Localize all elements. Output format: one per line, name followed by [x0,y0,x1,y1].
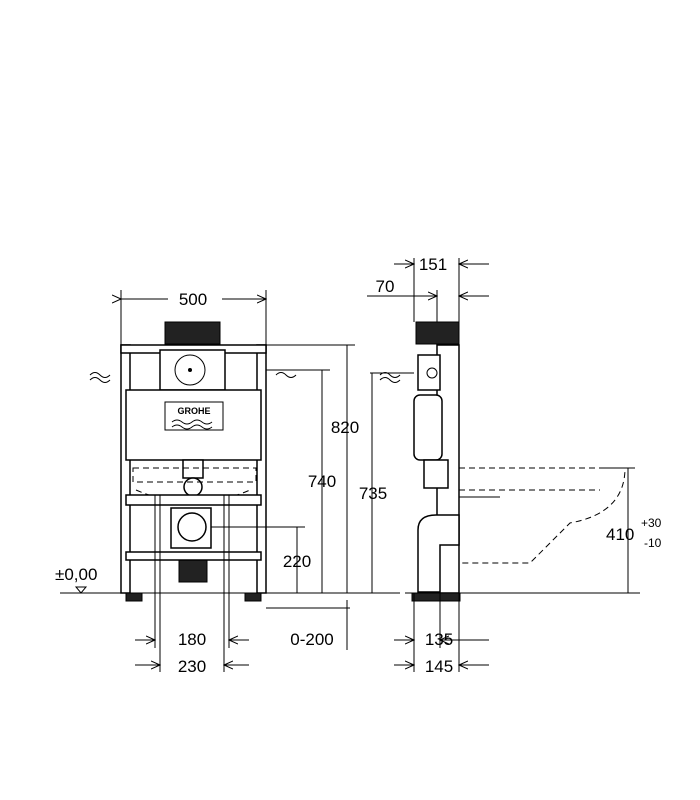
dim-foot-outer: 145 [425,657,453,676]
frame-bottom-bar [125,551,262,561]
bowl-outline-front [132,467,257,483]
supply-hose-right-icon [275,372,297,378]
inlet-valve-icon [174,354,206,386]
side-flush-plate [415,321,460,345]
drain-elbow [178,559,208,583]
grohe-logo [164,401,224,431]
frame-mid-bar [125,494,262,506]
drain-outlet [177,512,207,542]
dim-height-inlet: 740 [308,472,336,491]
dim-height-supply: 735 [359,484,387,503]
flush-plate [164,321,221,345]
side-supply-hose-icon [379,372,401,383]
cistern [125,389,262,461]
dim-bowl-tol-plus: +30 [641,516,662,530]
dim-bowl-tol-minus: -10 [644,536,662,550]
dim-span-inner: 180 [178,630,206,649]
floor-level-label: ±0,00 [55,565,97,584]
bowl-outline-side [459,467,626,564]
side-foot [411,592,461,602]
dim-depth-total: 151 [419,255,447,274]
side-flush-pipe [423,459,449,489]
frame-left-foot [125,592,143,602]
dim-foot-inner: 135 [425,630,453,649]
side-drain-elbow [417,514,460,593]
inlet-valve-box [159,349,226,391]
dim-height-frame: 820 [331,418,359,437]
dim-span-outer: 230 [178,657,206,676]
side-view: 151 70 735 410 +30 -10 135 145 [359,255,662,676]
flush-pipe [182,459,204,479]
dim-width-overall: 500 [179,290,207,309]
dim-bowl-height: 410 [606,525,634,544]
supply-hose-left-icon [89,372,111,383]
grohe-logo-text: GROHE [177,406,210,416]
floor-level-marker-icon [74,586,88,594]
side-cistern [413,394,443,461]
dim-depth-frame: 70 [376,277,395,296]
side-inlet-valve [426,367,438,379]
front-view: GROHE ±0,00 500 820 [55,290,400,676]
side-inlet-fitting [417,354,441,391]
flush-pipe-outlet [183,477,203,497]
frame-right-foot [244,592,262,602]
dim-height-drain: 220 [283,552,311,571]
dim-drain-offset: 0-200 [290,630,333,649]
